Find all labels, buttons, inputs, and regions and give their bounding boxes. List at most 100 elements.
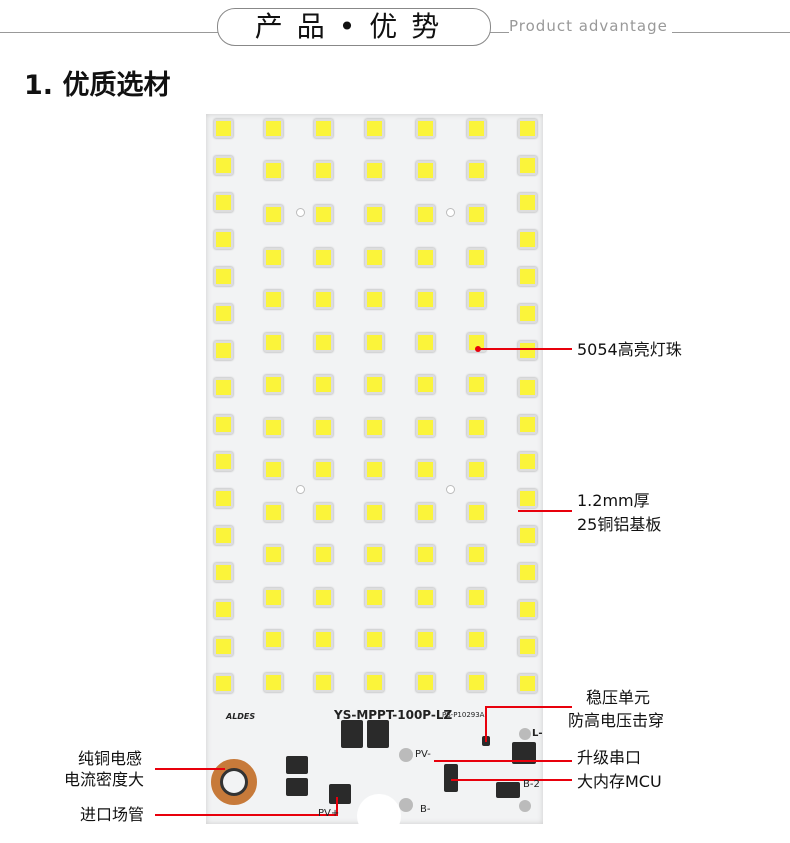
led-chip (416, 630, 435, 649)
led-chip (416, 205, 435, 224)
led-chip (416, 502, 435, 522)
led-chip (214, 378, 233, 397)
led-chip (467, 161, 486, 180)
led-chip (518, 452, 537, 471)
pcb-board-image: YS-MPPT-100P-LZ PS-P10293A ALDES L- PV- … (206, 114, 543, 838)
led-chip (518, 304, 537, 323)
led-chip (214, 452, 233, 471)
led-chip (518, 637, 537, 656)
led-chip (314, 630, 333, 649)
led-chip (416, 119, 435, 138)
led-chip (314, 545, 333, 564)
led-chip (416, 587, 435, 607)
callout-regulator-1: 稳压单元 (586, 688, 651, 707)
board-logo: ALDES (226, 712, 256, 721)
led-chip (264, 290, 283, 309)
led-chip (214, 674, 233, 693)
led-chip (314, 290, 333, 309)
led-chip (518, 526, 537, 545)
mounting-hole (296, 208, 305, 217)
led-chip (518, 489, 537, 508)
callout-substrate-1: 1.2mm厚 (577, 491, 650, 510)
led-chip (518, 230, 537, 249)
led-chip (416, 672, 435, 692)
callout-line (155, 768, 225, 770)
led-chip (214, 415, 233, 434)
led-chip (518, 341, 537, 360)
led-chip (314, 375, 333, 394)
header-subtitle: Product advantage (509, 17, 672, 35)
led-chip (467, 417, 486, 437)
led-chip (314, 332, 333, 352)
board-code: PS-P10293A (442, 711, 485, 719)
copper-inductor (211, 759, 257, 805)
led-chip (467, 545, 486, 564)
led-chip (314, 205, 333, 224)
callout-line (155, 814, 338, 816)
board-model: YS-MPPT-100P-LZ (334, 708, 453, 722)
transistor (367, 720, 389, 748)
led-chip (214, 267, 233, 286)
led-chip (518, 193, 537, 212)
callout-led: 5054高亮灯珠 (577, 340, 682, 359)
led-chip (416, 417, 435, 437)
led-chip (365, 630, 384, 649)
solder-pad (519, 728, 531, 740)
callout-regulator-2: 防高电压击穿 (568, 711, 665, 730)
led-chip (314, 247, 333, 267)
led-chip (264, 630, 283, 649)
led-chip (264, 161, 283, 180)
pad-label: B-2 (523, 779, 540, 790)
led-chip (416, 375, 435, 394)
pad-label: B- (420, 804, 431, 815)
led-chip (214, 230, 233, 249)
led-chip (365, 290, 384, 309)
led-chip (314, 119, 333, 138)
led-chip (365, 332, 384, 352)
led-chip (214, 563, 233, 582)
led-chip (365, 247, 384, 267)
led-chip (467, 205, 486, 224)
callout-line (434, 760, 572, 762)
led-chip (214, 119, 233, 138)
callout-line (451, 779, 572, 781)
led-chip (264, 502, 283, 522)
section-title: 1. 优质选材 (24, 70, 171, 101)
led-chip (365, 587, 384, 607)
led-chip (416, 332, 435, 352)
led-chip (518, 563, 537, 582)
solder-pad (519, 800, 531, 812)
solder-pad (399, 748, 413, 762)
inductor-core (223, 771, 245, 793)
led-chip (416, 247, 435, 267)
led-chip (467, 460, 486, 479)
pad-label: PV- (415, 749, 431, 760)
led-chip (467, 502, 486, 522)
led-chip (314, 672, 333, 692)
mosfet (329, 784, 351, 804)
led-chip (467, 247, 486, 267)
mosfet (286, 756, 308, 774)
led-chip (264, 417, 283, 437)
led-chip (314, 161, 333, 180)
callout-line (485, 706, 572, 708)
led-chip (264, 205, 283, 224)
header-title: 产品•优势 (217, 8, 491, 46)
led-chip (416, 545, 435, 564)
led-chip (264, 247, 283, 267)
led-chip (264, 672, 283, 692)
solder-pad (399, 798, 413, 812)
led-chip (314, 502, 333, 522)
led-chip (518, 600, 537, 619)
led-chip (518, 415, 537, 434)
led-chip (314, 587, 333, 607)
led-chip (264, 375, 283, 394)
led-chip (214, 156, 233, 175)
led-chip (314, 417, 333, 437)
led-chip (467, 630, 486, 649)
led-chip (467, 290, 486, 309)
callout-line (336, 797, 338, 816)
led-chip (365, 205, 384, 224)
led-chip (365, 417, 384, 437)
pad-label: L- (532, 728, 543, 739)
